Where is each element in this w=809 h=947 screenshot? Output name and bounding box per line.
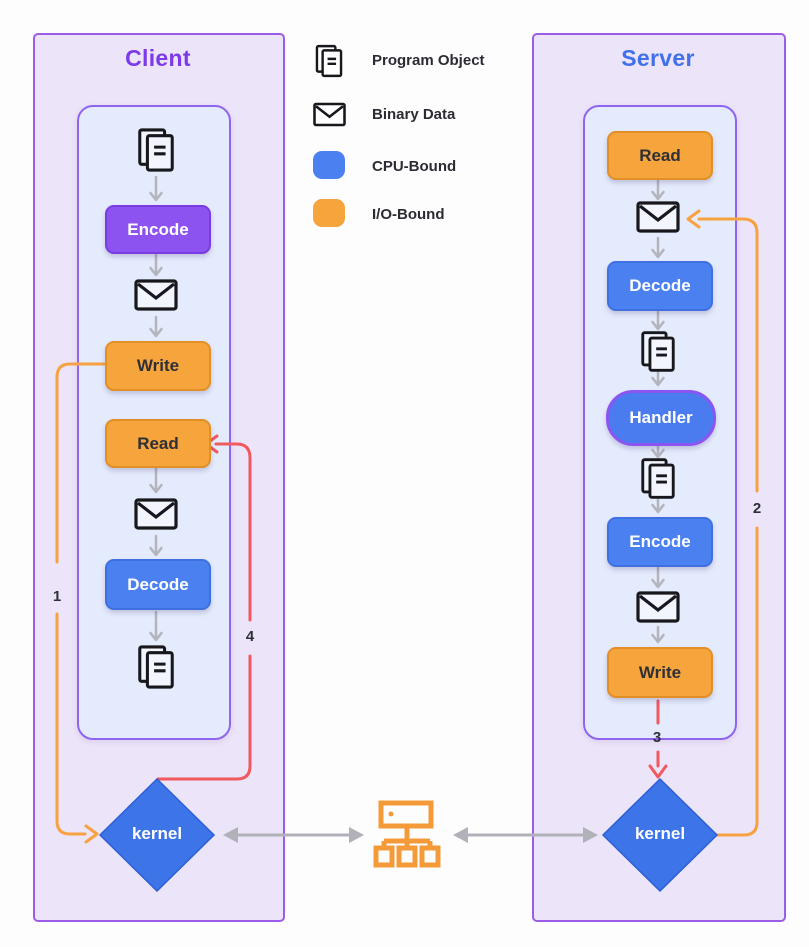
step-1-label: 1 xyxy=(52,588,62,605)
client-write-node: Write xyxy=(105,341,211,391)
client-title: Client xyxy=(125,45,191,71)
step-4-label: 4 xyxy=(245,628,255,645)
arrowhead-left-icon xyxy=(453,827,468,843)
step-2-label: 2 xyxy=(752,500,762,517)
binary-data-icon xyxy=(134,498,178,530)
server-handler-node: Handler xyxy=(606,390,716,446)
client-kernel-label: kernel xyxy=(131,824,183,843)
program-object-icon xyxy=(636,329,680,373)
server-encode-node: Encode xyxy=(607,517,713,567)
binary-data-icon xyxy=(312,101,346,127)
client-encode-node: Encode xyxy=(105,205,211,254)
program-object-icon xyxy=(312,44,346,78)
binary-data-icon xyxy=(636,591,680,623)
step-3-label: 3 xyxy=(652,729,662,746)
legend-label-io-bound: I/O-Bound xyxy=(372,206,445,223)
server-kernel-label: kernel xyxy=(634,824,686,843)
binary-data-icon xyxy=(134,279,178,311)
binary-data-icon xyxy=(636,201,680,233)
io-bound-swatch xyxy=(313,199,345,227)
server-write-node: Write xyxy=(607,647,713,698)
server-title: Server xyxy=(621,45,695,71)
legend-label-program-object: Program Object xyxy=(372,52,485,69)
server-read-node: Read xyxy=(607,131,713,180)
cpu-bound-swatch xyxy=(313,151,345,179)
arrowhead-right-icon xyxy=(349,827,364,843)
client-decode-node: Decode xyxy=(105,559,211,610)
program-object-icon xyxy=(636,456,680,500)
program-object-icon xyxy=(134,643,178,691)
server-decode-node: Decode xyxy=(607,261,713,311)
client-read-node: Read xyxy=(105,419,211,468)
legend-label-binary-data: Binary Data xyxy=(372,106,456,123)
legend-label-cpu-bound: CPU-Bound xyxy=(372,158,457,175)
network-icon xyxy=(373,800,441,868)
program-object-icon xyxy=(134,126,178,174)
